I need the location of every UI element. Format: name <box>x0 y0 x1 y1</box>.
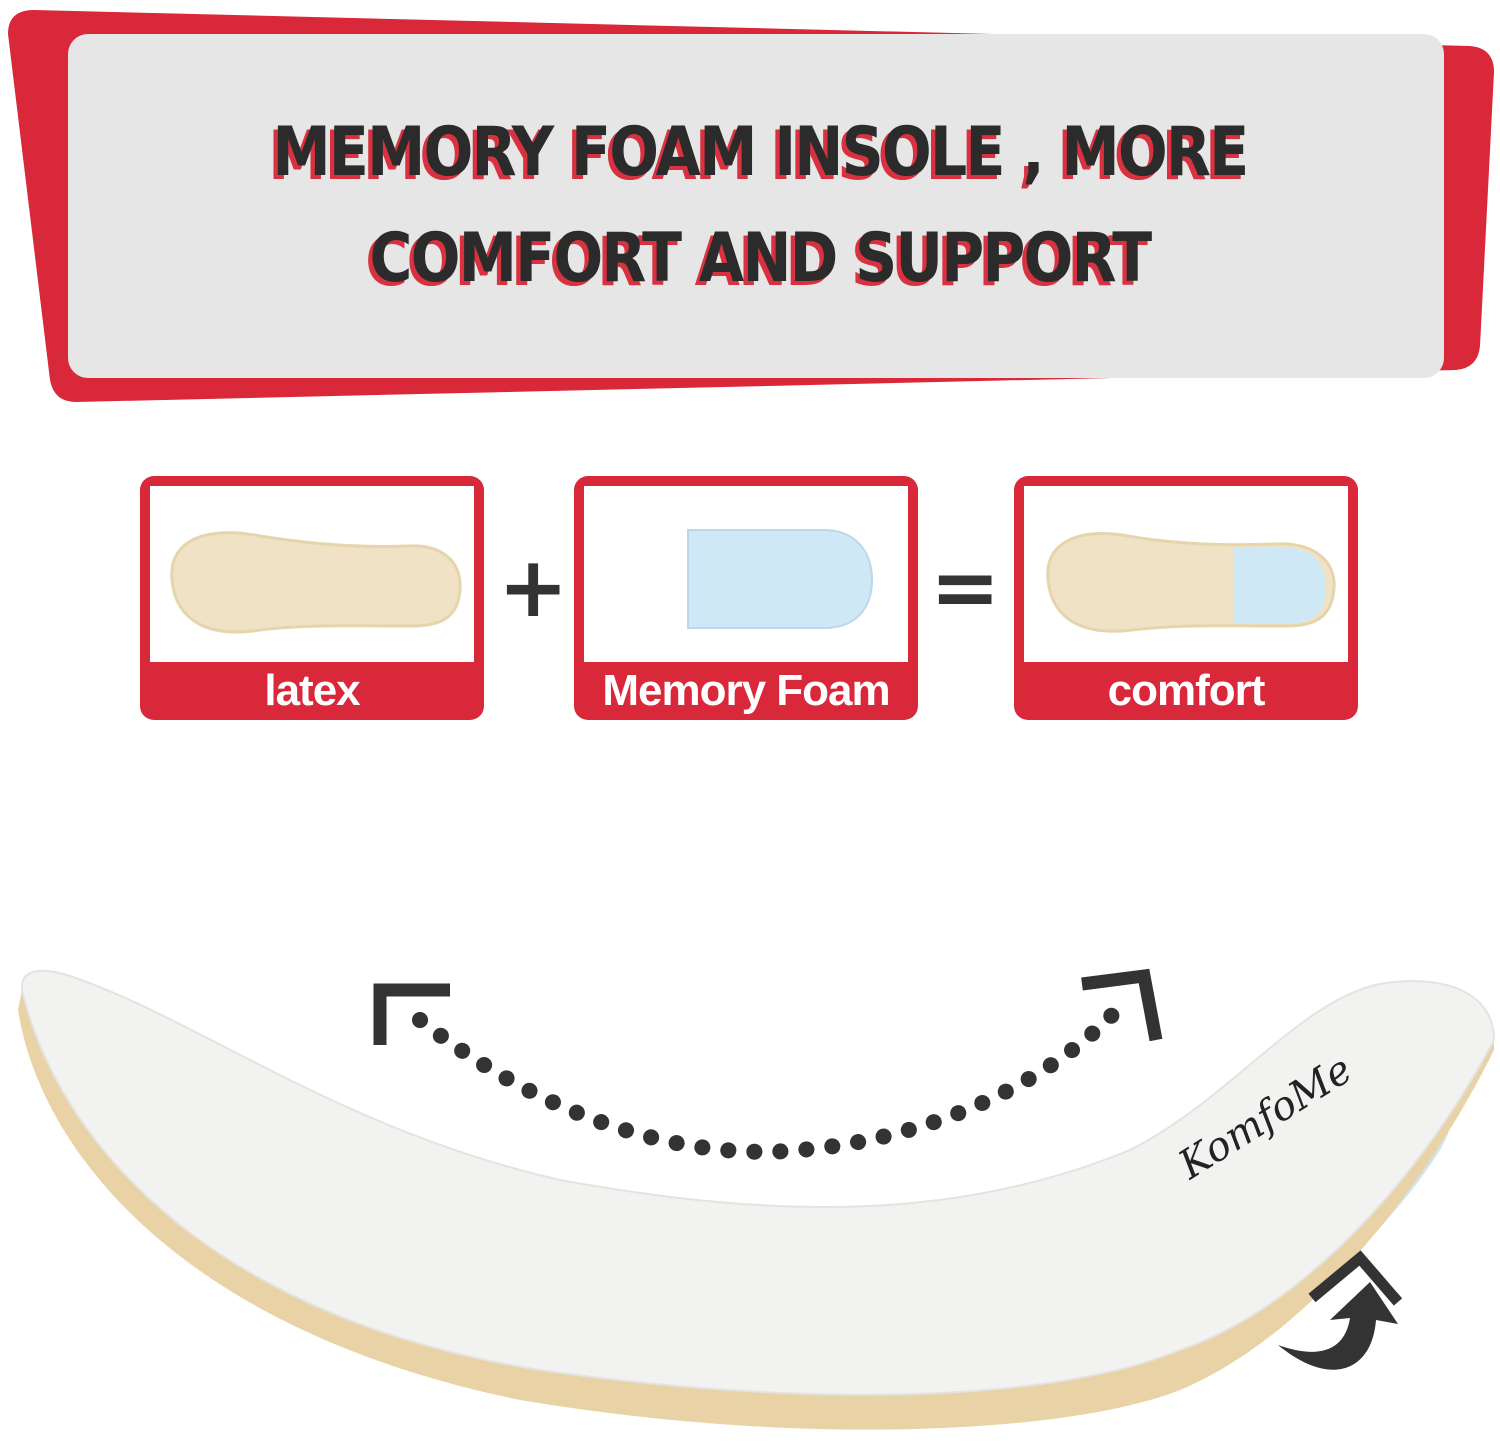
title-banner <box>8 10 1494 402</box>
comfort-foam-insert <box>1234 548 1326 624</box>
headline-line-2: COMFORT AND SUPPORT <box>369 219 1153 298</box>
card-memory-foam-image <box>584 486 908 662</box>
card-comfort-image <box>1024 486 1348 662</box>
banner-gray-panel <box>68 34 1444 378</box>
card-memory-foam-label: Memory Foam <box>602 666 890 715</box>
card-latex-label: latex <box>264 666 360 715</box>
headline: MEMORY FOAM INSOLE , MORE COMFORT AND SU… <box>244 100 1276 312</box>
insole-top-surface <box>20 969 1496 1396</box>
latex-insole-shape <box>170 531 462 634</box>
headline-line-1: MEMORY FOAM INSOLE , MORE <box>272 113 1249 192</box>
flex-arrow-left-head <box>373 983 450 1045</box>
card-memory-foam: Memory Foam <box>574 476 918 720</box>
flex-arrow-icon <box>373 968 1163 1160</box>
heel-lift-chevron <box>1308 1250 1403 1306</box>
card-comfort-label: comfort <box>1107 666 1266 715</box>
flex-insole-scene: KomfoMe <box>18 968 1496 1430</box>
card-latex: latex <box>140 476 484 720</box>
heel-lift-curve-arrow <box>1278 1282 1398 1370</box>
plus-icon: + <box>498 538 569 636</box>
flex-arrow-dotted-arc <box>412 1004 1123 1160</box>
card-comfort: comfort <box>1014 476 1358 720</box>
flex-arrow-right-head <box>1081 968 1163 1042</box>
equals-icon: = <box>930 538 1001 636</box>
memory-foam-pad-shape <box>687 529 874 629</box>
card-latex-image <box>150 486 474 662</box>
heel-lift-arrow-icon <box>1278 1250 1403 1370</box>
